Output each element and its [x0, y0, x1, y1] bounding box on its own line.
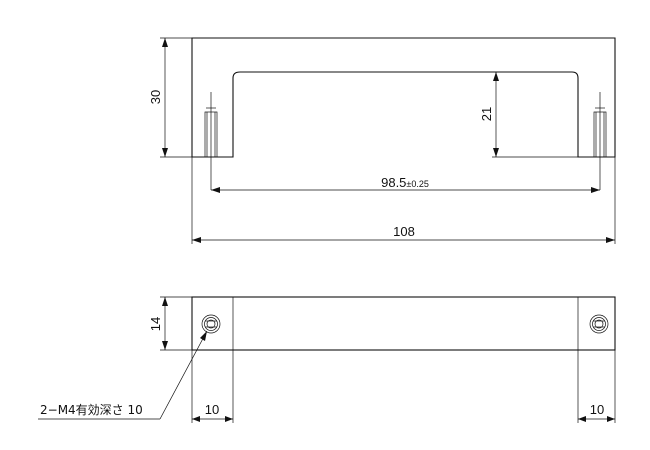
front-view: 30 21 98.5±0.25 108	[148, 37, 616, 244]
thread-note-label: 2−M4有効深さ 10	[40, 402, 143, 417]
dimension-left-end: 10	[191, 350, 234, 423]
top-view: 14 10 10 2−M4有効深さ 10	[38, 296, 616, 423]
right-tapped-hole	[589, 314, 609, 334]
dimension-height-30: 30	[148, 37, 192, 158]
left-threaded-insert	[204, 92, 218, 190]
left-tapped-hole	[201, 314, 221, 334]
overall-length-label: 108	[393, 224, 415, 239]
width-label: 14	[148, 317, 163, 331]
dimension-hole-pitch: 98.5±0.25	[211, 175, 600, 193]
left-end-label: 10	[205, 402, 219, 417]
dimension-right-end: 10	[577, 350, 616, 423]
height-label: 30	[148, 90, 163, 104]
inner-height-label: 21	[479, 107, 494, 121]
right-threaded-insert	[593, 92, 607, 190]
hole-pitch-label: 98.5	[381, 175, 406, 190]
hole-pitch-text: 98.5±0.25	[381, 175, 429, 190]
right-end-label: 10	[590, 402, 604, 417]
dimension-overall-length: 108	[191, 157, 616, 244]
dimension-width-14: 14	[148, 296, 192, 351]
thread-note-leader: 2−M4有効深さ 10	[38, 330, 208, 420]
dimension-inner-height-21: 21	[479, 72, 578, 158]
hole-pitch-tolerance: ±0.25	[406, 179, 428, 189]
handle-front-outline	[191, 37, 616, 158]
handle-top-outline	[191, 296, 616, 351]
